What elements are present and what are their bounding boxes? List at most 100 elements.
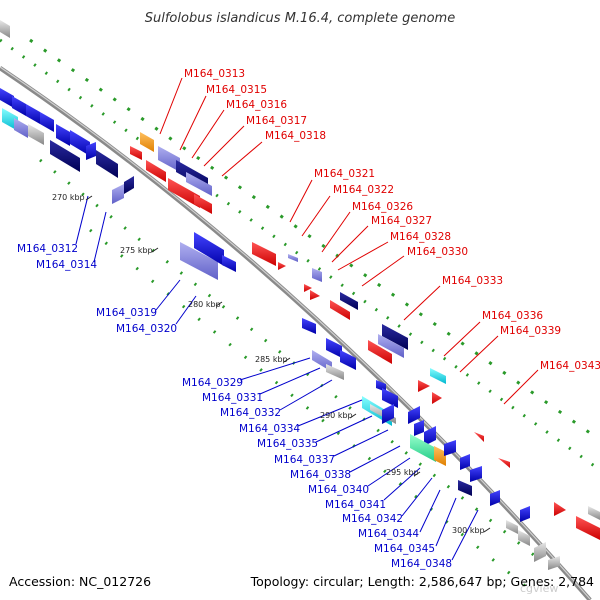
- leader-line: [459, 335, 499, 373]
- gene-reverse: [70, 130, 90, 156]
- leader-line: [333, 429, 389, 457]
- gene-forward: [168, 178, 200, 208]
- gene-label-forward: M164_0339: [500, 325, 561, 337]
- gene-label-forward: M164_0343: [540, 360, 600, 372]
- gene-reverse: [424, 426, 436, 446]
- leader-line: [259, 367, 321, 395]
- leader-line: [383, 467, 421, 501]
- tick-mark: [151, 247, 159, 253]
- gene-reverse: [222, 255, 236, 272]
- gene-reverse: [444, 440, 456, 456]
- leader-line: [435, 497, 457, 547]
- gene-reverse: [534, 542, 546, 562]
- gene-reverse: [490, 490, 500, 506]
- gene-label-reverse: M164_0320: [116, 323, 177, 335]
- gene-label-reverse: M164_0340: [308, 484, 369, 496]
- gene-label-reverse: M164_0319: [96, 307, 157, 319]
- gene-label-forward: M164_0315: [206, 84, 267, 96]
- gene-reverse: [112, 184, 124, 204]
- leader-line: [331, 225, 369, 263]
- gene-reverse: [180, 242, 218, 280]
- gene-reverse: [460, 454, 470, 470]
- gene-label-reverse: M164_0329: [182, 377, 243, 389]
- gene-reverse: [382, 404, 394, 424]
- gene-reverse: [96, 150, 118, 178]
- gc-track-inner-2: [39, 158, 541, 562]
- gene-reverse: [194, 232, 224, 266]
- leader-line: [93, 211, 107, 263]
- forward-gene-labels: M164_0313 M164_0315 M164_0316 M164_0317 …: [184, 68, 600, 372]
- gene-label-reverse: M164_0337: [274, 454, 335, 466]
- gene-forward: [252, 242, 276, 266]
- map-title: Sulfolobus islandicus M.16.4, complete g…: [145, 11, 455, 26]
- leader-line: [337, 241, 389, 271]
- tick-labels: 270 kbp 275 kbp 280 kbp 285 kbp 290 kbp …: [52, 193, 485, 535]
- gene-reverse: [12, 96, 26, 116]
- leader-line: [279, 379, 333, 411]
- gene-forward: [146, 160, 166, 182]
- leader-line: [191, 109, 225, 159]
- gene-label-forward: M164_0330: [407, 246, 468, 258]
- leader-line: [401, 477, 433, 517]
- label-leaders-forward: [159, 77, 539, 405]
- gene-reverse: [40, 112, 54, 132]
- gene-reverse: [458, 480, 472, 496]
- leader-line: [159, 77, 183, 135]
- gene-label-reverse: M164_0314: [36, 259, 97, 271]
- tick-mark: [483, 527, 491, 533]
- leader-line: [155, 279, 181, 311]
- tick-label-295: 295 kbp: [386, 468, 419, 477]
- gene-label-forward: M164_0321: [314, 168, 375, 180]
- leader-line: [403, 285, 441, 321]
- gene-label-reverse: M164_0344: [358, 528, 419, 540]
- tick-mark: [283, 357, 291, 363]
- leader-line: [361, 255, 405, 287]
- accession-text: Accession: NC_012726: [9, 574, 151, 589]
- gc-track-outer: [29, 38, 600, 442]
- gene-label-forward: M164_0327: [371, 215, 432, 227]
- tick-mark: [349, 413, 357, 419]
- gene-reverse: [506, 520, 518, 534]
- leader-line: [321, 211, 351, 253]
- gene-reverse: [0, 20, 10, 38]
- gc-track-inner-1: [0, 38, 600, 472]
- gene-forward: [576, 516, 600, 540]
- gene-label-reverse: M164_0348: [391, 558, 452, 570]
- gene-label-forward: M164_0316: [226, 99, 287, 111]
- gene-reverse: [28, 124, 44, 145]
- leader-line: [203, 125, 245, 167]
- leader-line: [179, 95, 207, 151]
- gene-forward: [418, 380, 430, 392]
- gene-forward: [432, 392, 442, 404]
- leader-line: [419, 489, 441, 533]
- gene-forward: [158, 146, 180, 172]
- leader-line: [175, 295, 197, 325]
- tick-label-280: 280 kbp: [188, 300, 221, 309]
- gene-reverse: [50, 140, 80, 172]
- gene-reverse: [434, 446, 446, 466]
- gene-label-reverse: M164_0342: [342, 513, 403, 525]
- gene-reverse: [548, 556, 560, 570]
- tick-label-290: 290 kbp: [320, 411, 353, 420]
- gene-label-forward: M164_0326: [352, 201, 413, 213]
- gene-reverse: [414, 420, 424, 436]
- gene-label-reverse: M164_0341: [325, 499, 386, 511]
- gene-reverse: [470, 466, 482, 482]
- leader-line: [289, 179, 313, 223]
- gene-forward: [194, 194, 212, 214]
- watermark: cgview: [520, 582, 558, 595]
- gene-reverse: [302, 318, 316, 334]
- gene-forward: [140, 132, 154, 152]
- gene-forward: [130, 146, 142, 160]
- gene-label-reverse: M164_0331: [202, 392, 263, 404]
- forward-strand-genes: [130, 132, 600, 540]
- gene-forward: [474, 432, 484, 442]
- gene-forward: [310, 290, 320, 300]
- gene-reverse: [520, 506, 530, 522]
- gene-forward: [430, 368, 446, 384]
- gene-reverse: [124, 176, 134, 194]
- gene-forward: [288, 254, 298, 262]
- gene-label-reverse: M164_0312: [17, 243, 78, 255]
- gene-forward: [368, 340, 392, 364]
- tick-mark: [215, 301, 223, 307]
